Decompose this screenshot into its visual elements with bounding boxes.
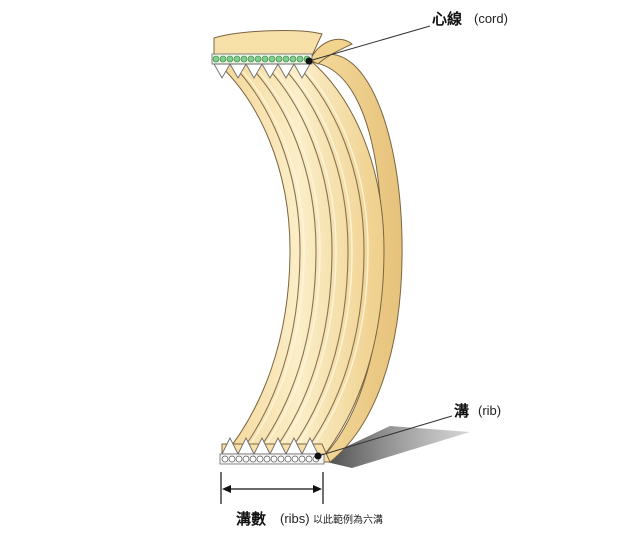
cord-leader-line xyxy=(308,25,431,62)
rib-highlights xyxy=(233,61,369,457)
cord-label-zh: 心線 xyxy=(432,10,462,28)
cord-label-en: (cord) xyxy=(474,11,508,26)
bottom-cords xyxy=(221,455,320,463)
belt-top-cap xyxy=(213,30,323,61)
belt-shadow xyxy=(318,426,470,468)
ribs-dimension xyxy=(220,472,324,504)
ribs-label-en: (ribs) xyxy=(280,511,310,526)
top-rib-teeth xyxy=(213,63,311,79)
ribs-label-zh: 溝數 xyxy=(236,510,266,528)
bottom-cross-section xyxy=(219,436,325,465)
rib-leader-line xyxy=(317,415,453,457)
cord-leader-dot xyxy=(305,57,313,65)
rib-label-zh: 溝 xyxy=(454,402,469,420)
bottom-rib-teeth xyxy=(221,436,319,456)
ribs-note: 以此範例為六溝 xyxy=(313,513,383,526)
rib-leader-dot xyxy=(314,452,322,460)
rib-label-en: (rib) xyxy=(478,403,501,418)
rib-grooves xyxy=(229,61,365,457)
